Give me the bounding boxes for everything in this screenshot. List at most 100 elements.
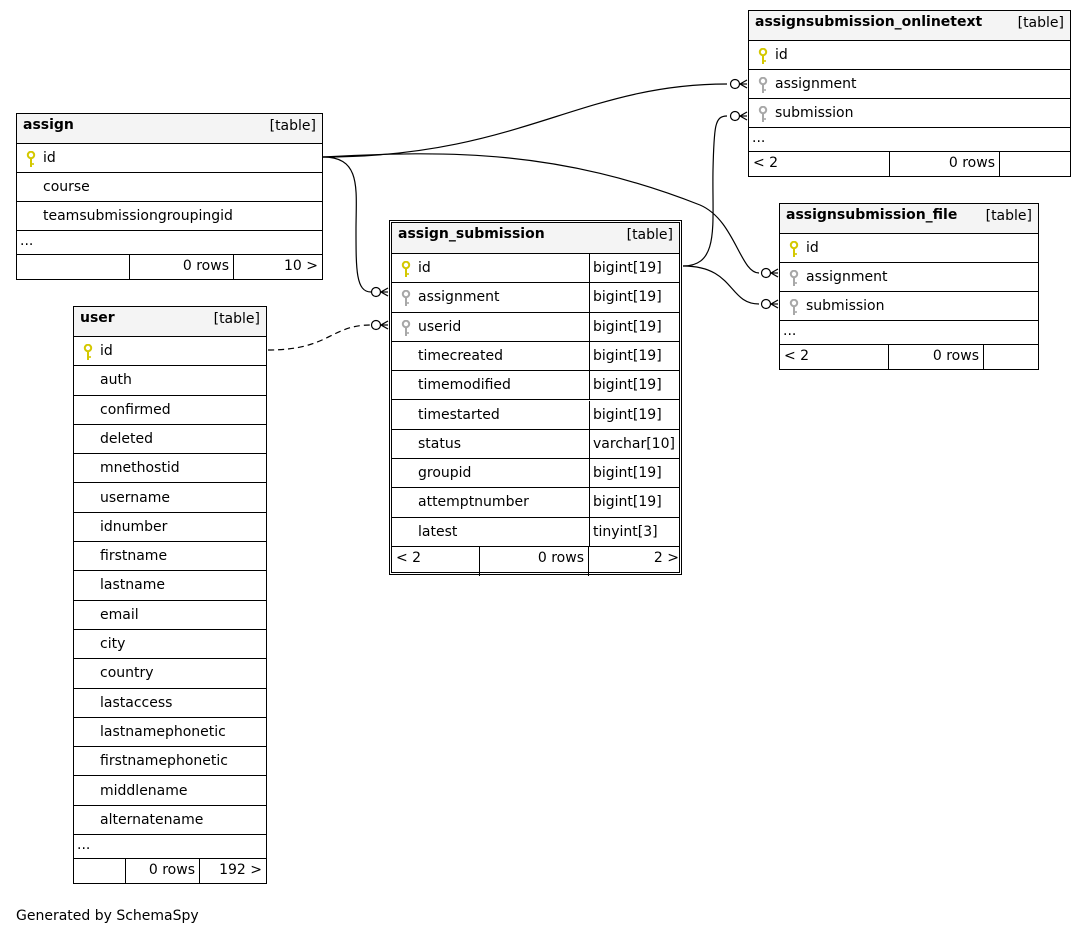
children-link[interactable]: 192 >: [219, 862, 262, 879]
row-count: 0 rows: [932, 348, 979, 364]
table-header[interactable]: user [table]: [74, 307, 266, 337]
column-row[interactable]: id: [17, 144, 322, 173]
table-footer: 0 rows 192 >: [74, 859, 266, 884]
table-name: assign_submission: [398, 226, 545, 242]
table-kind: [table]: [269, 118, 316, 134]
column-name: status: [418, 435, 462, 452]
column-row[interactable]: deleted: [74, 425, 266, 455]
column-type: bigint[19]: [593, 347, 662, 364]
row-count: 0 rows: [148, 862, 195, 879]
column-row[interactable]: submission: [749, 99, 1070, 128]
column-name: id: [775, 47, 788, 63]
column-row[interactable]: latest tinyint[3]: [392, 517, 679, 547]
column-row[interactable]: teamsubmissiongroupingid: [17, 202, 322, 231]
column-row[interactable]: lastaccess: [74, 689, 266, 718]
column-type: tinyint[3]: [593, 523, 658, 540]
primary-key-icon: [758, 48, 768, 64]
column-name: firstname: [100, 548, 168, 565]
more-columns-row[interactable]: ...: [780, 321, 1038, 345]
table-name: assign: [23, 117, 74, 133]
column-row[interactable]: lastname: [74, 571, 266, 601]
column-row[interactable]: mnethostid: [74, 454, 266, 484]
column-row[interactable]: country: [74, 659, 266, 689]
table-assign[interactable]: assign [table] id course teamsubmissiongroup…: [16, 113, 323, 280]
foreign-key-icon: [789, 270, 799, 286]
column-row[interactable]: city: [74, 630, 266, 660]
column-name: groupid: [418, 465, 472, 482]
edge-user-to-submission: [267, 324, 372, 351]
column-row[interactable]: id: [749, 41, 1070, 70]
row-count: 0 rows: [537, 550, 584, 566]
column-row[interactable]: submission: [780, 292, 1038, 321]
table-kind: [table]: [1017, 15, 1064, 31]
children-link[interactable]: 10 >: [284, 258, 318, 274]
column-row[interactable]: email: [74, 601, 266, 630]
foreign-key-icon: [789, 299, 799, 315]
generated-by-note: Generated by SchemaSpy: [16, 908, 199, 924]
crowfoot-onlinetext-assignment: [729, 78, 748, 90]
column-name: confirmed: [100, 401, 171, 418]
more-columns-ellipsis: ...: [783, 323, 797, 339]
column-row[interactable]: alternatename: [74, 806, 266, 836]
table-header[interactable]: assign_submission[table]: [392, 223, 679, 254]
edge-assign-to-file: [322, 153, 760, 274]
more-columns-ellipsis: ...: [20, 233, 34, 249]
parents-link[interactable]: < 2: [396, 550, 422, 566]
table-header[interactable]: assignsubmission_file[table]: [780, 204, 1038, 234]
column-name: latest: [418, 523, 458, 540]
row-count: 0 rows: [948, 155, 995, 171]
table-kind: [table]: [213, 311, 260, 327]
table-header[interactable]: assignsubmission_onlinetext [table]: [749, 11, 1070, 41]
column-row[interactable]: firstname: [74, 542, 266, 572]
column-row[interactable]: auth: [74, 366, 266, 396]
table-assignsubmission-onlinetext[interactable]: assignsubmission_onlinetext [table] id assi…: [748, 10, 1071, 177]
table-name: assignsubmission_onlinetext: [755, 14, 983, 30]
column-row[interactable]: id: [780, 234, 1038, 263]
table-footer: < 2 0 rows: [780, 345, 1038, 369]
column-name: alternatename: [100, 811, 204, 828]
column-row[interactable]: idnumber: [74, 513, 266, 543]
more-columns-row[interactable]: ...: [749, 128, 1070, 152]
more-columns-row[interactable]: ...: [74, 835, 266, 860]
column-row[interactable]: username: [74, 484, 266, 513]
column-row[interactable]: course: [17, 173, 322, 202]
primary-key-icon: [26, 151, 36, 167]
column-row[interactable]: confirmed: [74, 396, 266, 425]
column-name: course: [43, 179, 90, 195]
column-name: timemodified: [418, 377, 511, 394]
column-row[interactable]: lastnamephonetic: [74, 718, 266, 748]
edge-submission-to-file: [682, 265, 760, 305]
crowfoot-file-assignment: [760, 267, 779, 279]
column-name: middlename: [100, 782, 188, 799]
column-row[interactable]: firstnamephonetic: [74, 747, 266, 777]
table-name: user: [80, 310, 115, 326]
column-row[interactable]: assignment: [780, 263, 1038, 292]
row-count: 0 rows: [182, 258, 229, 274]
column-name: assignment: [775, 76, 857, 92]
column-name: userid: [418, 318, 462, 335]
table-footer: < 2 0 rows: [749, 152, 1070, 176]
children-link[interactable]: 2 >: [653, 550, 679, 566]
column-row[interactable]: middlename: [74, 777, 266, 806]
parents-link[interactable]: < 2: [784, 348, 810, 364]
foreign-key-icon: [401, 290, 411, 307]
column-row[interactable]: assignment: [749, 70, 1070, 99]
column-name: auth: [100, 372, 132, 389]
column-row[interactable]: id: [74, 337, 266, 367]
more-columns-row[interactable]: ...: [17, 231, 322, 255]
table-header[interactable]: assign [table]: [17, 114, 322, 144]
column-type: bigint[19]: [593, 406, 662, 423]
parents-link[interactable]: < 2: [753, 155, 779, 171]
